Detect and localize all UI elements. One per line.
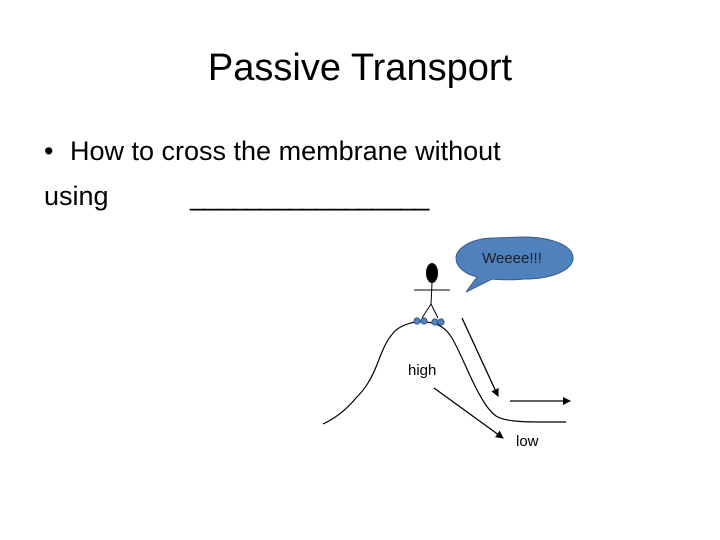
label-high: high [408,362,436,379]
label-low: low [516,433,539,450]
hill-curve [323,322,566,424]
stick-figure-icon [414,263,450,318]
speech-bubble-text: Weeee!!! [482,250,542,267]
arrow-downhill-right [462,318,498,396]
skateboard-icon [414,318,444,325]
